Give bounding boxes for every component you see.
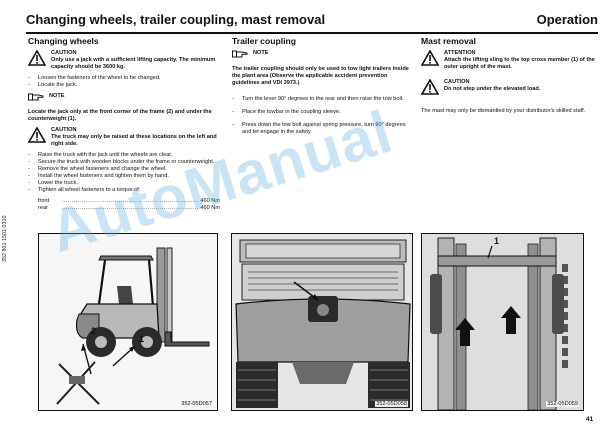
note-text: Locate the jack only at the front corner…	[28, 109, 212, 122]
list-item: Press down the tow bolt against spring p…	[232, 122, 414, 136]
caution-notice: CAUTION Do not step under the elevated l…	[420, 78, 599, 98]
caution-notice: CAUTION The truck may only be raised at …	[27, 126, 220, 148]
page-header: Changing wheels, trailer coupling, mast …	[26, 12, 598, 32]
list-item: Place the towbar in the coupling sleeve.	[232, 109, 414, 116]
figure-code: 352-05D058	[375, 401, 408, 407]
caution-text: Only use a jack with a sufficient liftin…	[51, 57, 216, 70]
caution-text: The truck may only be raised at these lo…	[51, 134, 217, 147]
pointing-hand-icon	[28, 93, 44, 105]
pointing-hand-icon	[232, 50, 248, 62]
dot-leader: ........................................…	[62, 198, 200, 204]
list-item: Loosen the fasteners of the wheel to be …	[28, 75, 220, 82]
list-item: Turn the lever 90° degrees to the rear a…	[232, 96, 414, 103]
note-label: NOTE	[253, 50, 269, 56]
caution-label: CAUTION	[51, 127, 77, 133]
note-text: The trailer coupling should only be used…	[232, 66, 409, 86]
caution-label: CAUTION	[444, 79, 470, 85]
warning-triangle-icon	[27, 126, 47, 146]
forklift-illustration	[39, 234, 217, 410]
mast-removal-text: The mast may only be dismantled by your …	[421, 108, 586, 114]
list-item: Locate the jack.	[28, 82, 220, 89]
torque-label: front	[38, 198, 50, 204]
callout-1: 1	[494, 236, 500, 246]
caution-text: Do not step under the elevated load.	[444, 86, 541, 92]
torque-value: 460 Nm	[200, 205, 220, 211]
attention-label: ATTENTION	[444, 50, 476, 56]
callout-1: 1	[139, 334, 145, 344]
page-title: Changing wheels, trailer coupling, mast …	[26, 12, 326, 27]
changing-wheels-column: Changing wheels CAUTION Only use a jack …	[27, 36, 220, 212]
torque-label: rear	[38, 205, 48, 211]
warning-triangle-icon	[27, 49, 47, 69]
steps-list: Loosen the fasteners of the wheel to be …	[28, 75, 220, 89]
steps-list: Raise the truck with the jack until the …	[28, 152, 220, 194]
note-label: NOTE	[49, 93, 65, 99]
list-item: Install the wheel fasteners and tighten …	[28, 173, 220, 180]
note-notice: NOTE	[28, 93, 220, 105]
note-notice: NOTE	[232, 50, 414, 62]
section-title: Operation	[536, 12, 598, 27]
changing-wheels-heading: Changing wheels	[28, 36, 99, 46]
document-code: 352 801 1501 0310	[2, 215, 8, 262]
forklift-jacking-figure: 2 1 352-05D057	[38, 233, 218, 411]
trailer-coupling-heading: Trailer coupling	[232, 36, 296, 46]
page-number: 41	[586, 416, 594, 423]
mast-removal-figure: 1 352-05D059	[421, 233, 584, 411]
trailer-coupling-illustration	[232, 234, 412, 410]
list-item: Remove the wheel fasteners and change th…	[28, 166, 220, 173]
callout-2: 2	[91, 326, 97, 336]
caution-notice: CAUTION Only use a jack with a sufficien…	[27, 49, 220, 71]
warning-triangle-icon	[420, 49, 440, 69]
list-item: Secure the truck with wooden blocks unde…	[28, 159, 220, 166]
list-item: Tighten all wheel fasteners to a torque …	[28, 187, 220, 194]
torque-value: 460 Nm	[200, 198, 220, 204]
caution-label: CAUTION	[51, 50, 77, 56]
attention-notice: ATTENTION Attach the lifting sling to th…	[420, 49, 599, 71]
list-item: Raise the truck with the jack until the …	[28, 152, 220, 159]
torque-row: rear ...................................…	[38, 205, 220, 212]
warning-triangle-icon	[420, 78, 440, 98]
mast-removal-heading: Mast removal	[421, 36, 476, 46]
header-rule	[26, 32, 598, 34]
mast-removal-column: Mast removal ATTENTION Attach the liftin…	[420, 36, 599, 119]
dot-leader: ........................................…	[62, 205, 200, 211]
torque-table: front ..................................…	[28, 198, 220, 212]
figure-code: 352-05D059	[546, 401, 579, 407]
list-item: Lower the truck.	[28, 180, 220, 187]
trailer-coupling-figure: 352-05D058	[231, 233, 413, 411]
figure-code: 352-05D057	[180, 401, 213, 407]
trailer-coupling-column: Trailer coupling NOTE The trailer coupli…	[232, 36, 414, 142]
mast-removal-illustration	[422, 234, 583, 410]
steps-list: Turn the lever 90° degrees to the rear a…	[232, 96, 414, 136]
torque-row: front ..................................…	[38, 198, 220, 205]
attention-text: Attach the lifting sling to the top cros…	[444, 57, 595, 70]
